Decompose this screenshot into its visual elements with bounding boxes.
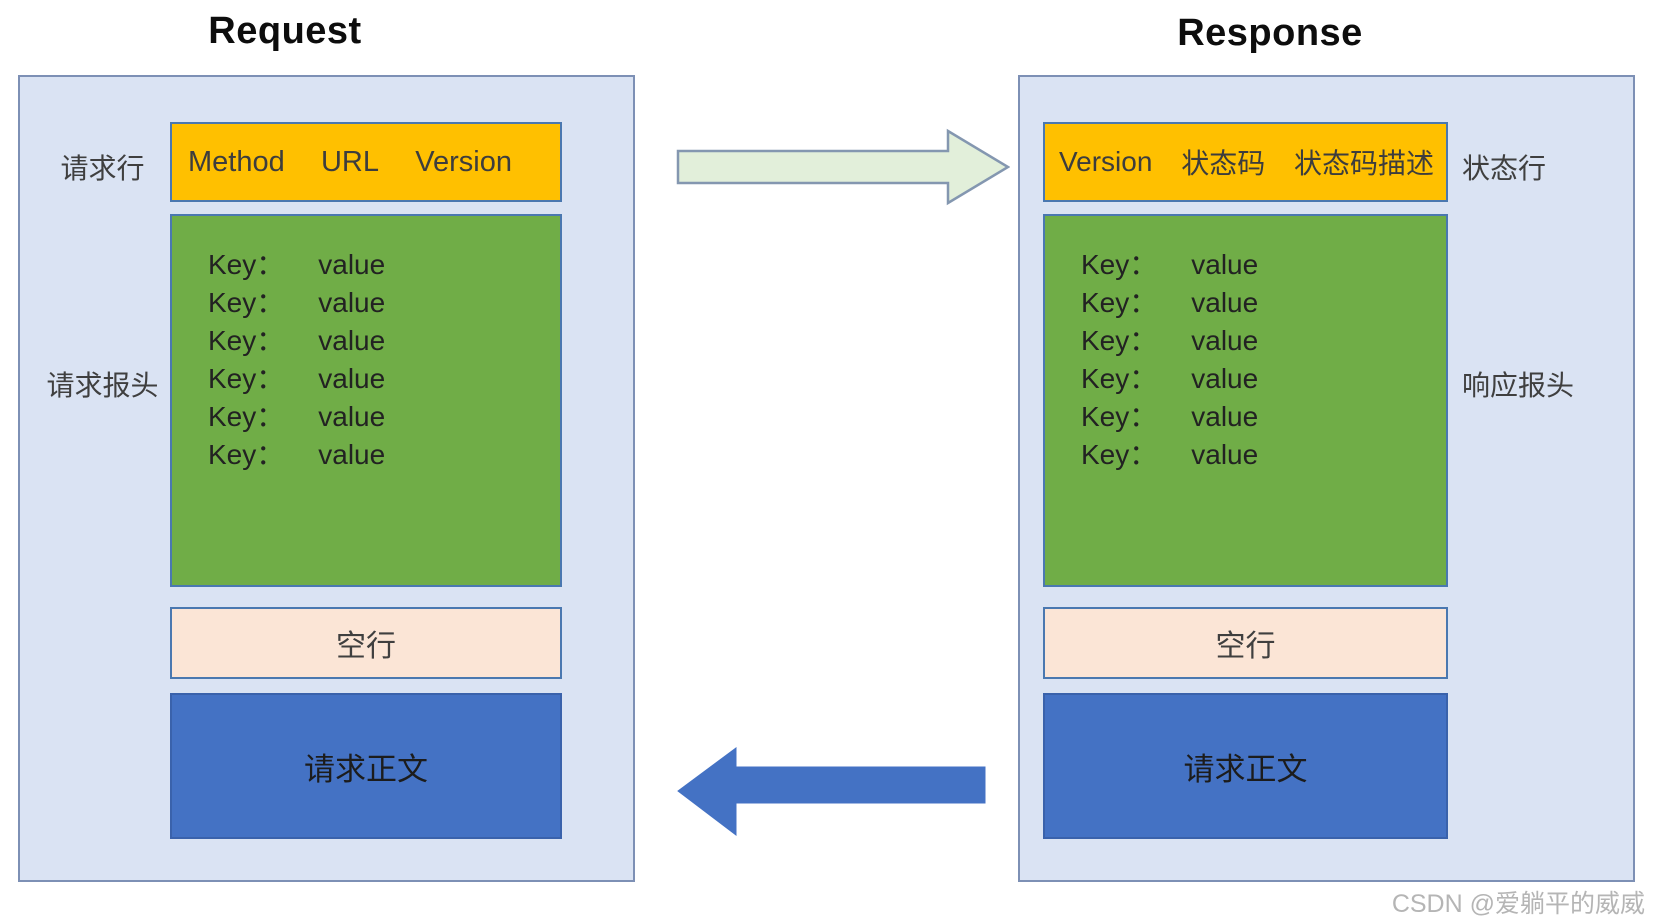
request-panel: 请求行 请求报头 Method URL Version Key：value Ke… [18, 75, 635, 882]
response-status-line-label: 状态行 [1462, 153, 1547, 184]
response-body-box: 请求正文 [1043, 693, 1448, 839]
response-headers-label: 响应报头 [1462, 370, 1575, 401]
header-kv-row: Key：value [1081, 401, 1259, 432]
header-kv-row: Key：value [208, 249, 386, 280]
watermark: CSDN @爱躺平的威威 [1391, 890, 1645, 918]
header-kv-row: Key：value [208, 439, 386, 470]
method-token: Method [188, 145, 285, 178]
header-kv-row: Key：value [1081, 439, 1259, 470]
request-line-label: 请求行 [60, 153, 145, 184]
request-arrow-right-icon [676, 128, 1010, 206]
request-blank-line-box: 空行 [170, 607, 562, 679]
response-arrow-left-icon [677, 747, 986, 836]
status-code-token: 状态码 [1181, 148, 1266, 179]
request-line-box: Method URL Version [170, 122, 562, 202]
header-kv-row: Key：value [1081, 325, 1259, 356]
header-kv-row: Key：value [1081, 363, 1259, 394]
request-headers-label: 请求报头 [46, 370, 159, 401]
response-blank-line-box: 空行 [1043, 607, 1448, 679]
version-token: Version [415, 145, 512, 178]
request-title: Request [208, 10, 362, 52]
response-headers-box: Key：value Key：value Key：value Key：value … [1043, 214, 1448, 587]
version-token: Version [1059, 146, 1153, 177]
request-headers-box: Key：value Key：value Key：value Key：value … [170, 214, 562, 587]
header-kv-row: Key：value [1081, 249, 1259, 280]
response-status-line-box: Version 状态码 状态码描述 [1043, 122, 1448, 202]
header-kv-row: Key：value [208, 325, 386, 356]
response-panel: 状态行 响应报头 Version 状态码 状态码描述 Key：value Key… [1018, 75, 1635, 882]
response-headers-list: Key：value Key：value Key：value Key：value … [1045, 216, 1446, 474]
response-title: Response [1177, 12, 1363, 54]
header-kv-row: Key：value [208, 401, 386, 432]
status-desc-token: 状态码描述 [1293, 148, 1434, 179]
request-body-box: 请求正文 [170, 693, 562, 839]
url-token: URL [320, 145, 379, 178]
request-headers-list: Key：value Key：value Key：value Key：value … [172, 216, 560, 474]
header-kv-row: Key：value [208, 363, 386, 394]
header-kv-row: Key：value [208, 287, 386, 318]
header-kv-row: Key：value [1081, 287, 1259, 318]
